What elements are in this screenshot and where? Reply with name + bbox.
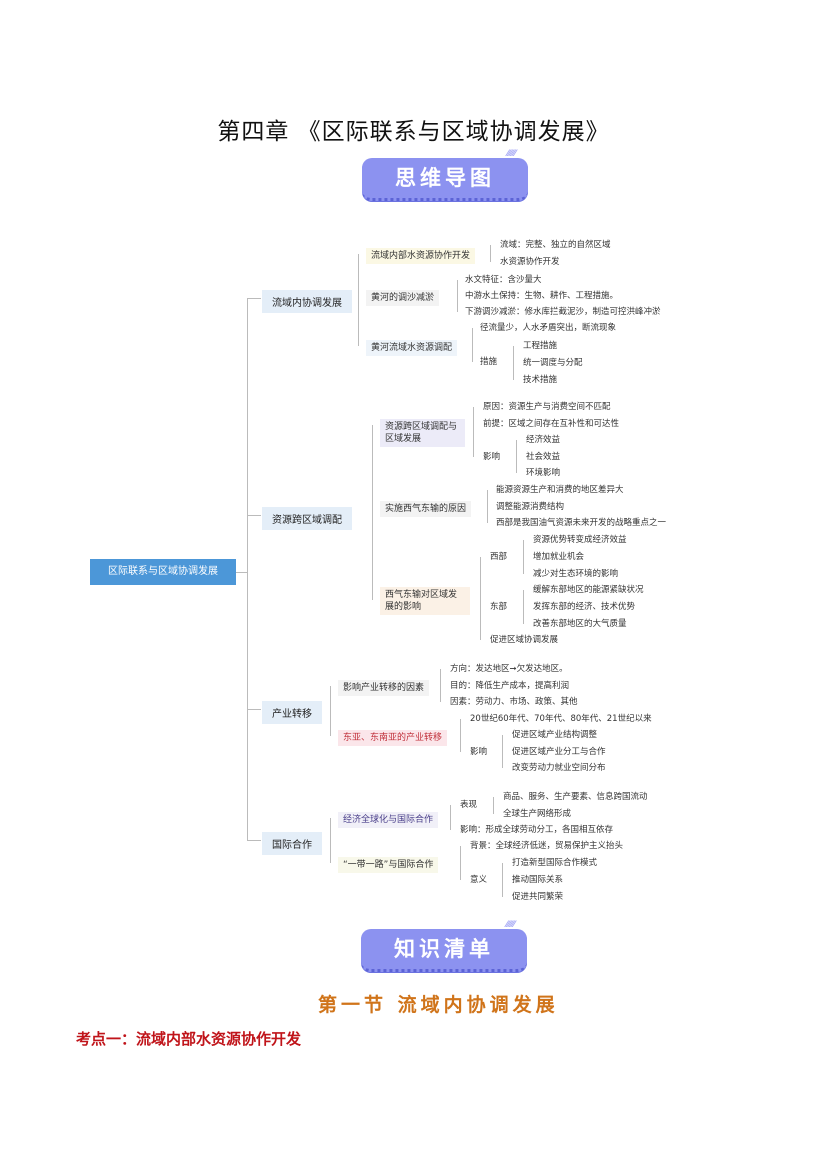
- connector: [502, 735, 503, 768]
- leaf: 径流量少，人水矛盾突出，断流现象: [480, 323, 617, 333]
- leaf: 意义: [470, 875, 488, 885]
- leaf: 改变劳动力就业空间分布: [512, 763, 606, 773]
- leaf: 西部是我国油气资源未来开发的战略重点之一: [496, 518, 667, 528]
- node: 影响产业转移的因素: [338, 680, 430, 696]
- leaf: 发挥东部的经济、技术优势: [533, 602, 636, 612]
- leaf: 表现: [460, 800, 478, 810]
- node: 流域内部水资源协作开发: [366, 248, 476, 264]
- leaf: 影响：形成全球劳动分工，各国相互依存: [460, 825, 614, 835]
- leaf: 工程措施: [523, 341, 558, 351]
- stripes-decoration-icon: ⁄⁄⁄⁄⁄⁄: [506, 149, 516, 159]
- connector: [247, 515, 261, 516]
- chapter-title: 第四章 《区际联系与区域协调发展》: [217, 119, 610, 145]
- leaf: 影响: [483, 452, 501, 462]
- node: 黄河的调沙减淤: [366, 290, 440, 306]
- connector: [493, 797, 494, 814]
- branch-cooperation: 国际合作: [262, 832, 322, 855]
- mindmap-root: 区际联系与区域协调发展: [90, 559, 236, 585]
- leaf: 方向：发达地区➞欠发达地区。: [450, 664, 568, 674]
- knowledge-banner: ⁄⁄⁄⁄⁄⁄ 知识清单: [361, 921, 527, 972]
- leaf: 措施: [480, 357, 498, 367]
- leaf: 东部: [490, 602, 508, 612]
- connector: [358, 254, 359, 346]
- leaf: 环境影响: [526, 468, 561, 478]
- leaf: 统一调度与分配: [523, 358, 583, 368]
- leaf: 因素：劳动力、市场、政策、其他: [450, 697, 578, 707]
- branch-resources: 资源跨区域调配: [262, 507, 352, 530]
- node: “一带一路”与国际合作: [338, 857, 439, 873]
- knowledge-banner-label: 知识清单: [394, 937, 494, 961]
- branch-industry: 产业转移: [262, 701, 322, 724]
- connector: [523, 590, 524, 624]
- leaf: 促进区域产业结构调整: [512, 730, 598, 740]
- connector: [330, 686, 331, 736]
- leaf: 水资源协作开发: [500, 257, 560, 267]
- leaf: 前提：区域之间存在互补性和可达性: [483, 419, 620, 429]
- leaf: 经济效益: [526, 435, 561, 445]
- connector: [372, 425, 373, 600]
- connector: [513, 346, 514, 380]
- connector: [490, 245, 491, 262]
- leaf: 增加就业机会: [533, 552, 585, 562]
- node: 经济全球化与国际合作: [338, 812, 439, 828]
- connector: [472, 328, 473, 362]
- stripes-decoration-icon: ⁄⁄⁄⁄⁄⁄: [505, 920, 515, 930]
- connector: [450, 805, 451, 830]
- trunk-line: [247, 298, 248, 840]
- node: 资源跨区域调配与区域发展: [380, 419, 465, 447]
- leaf: 缓解东部地区的能源紧缺状况: [533, 585, 644, 595]
- connector: [523, 540, 524, 574]
- mindmap-banner-label: 思维导图: [395, 166, 495, 190]
- node: 东亚、东南亚的产业转移: [338, 730, 448, 746]
- leaf: 打造新型国际合作模式: [512, 858, 598, 868]
- leaf: 社会效益: [526, 452, 561, 462]
- leaf: 水文特征：含沙量大: [465, 275, 542, 285]
- leaf: 推动国际关系: [512, 875, 564, 885]
- leaf: 流域：完整、独立的自然区域: [500, 240, 611, 250]
- leaf: 促进区域协调发展: [490, 635, 559, 645]
- leaf: 减少对生态环境的影响: [533, 569, 619, 579]
- branch-basin: 流域内协调发展: [262, 290, 352, 313]
- connector: [457, 280, 458, 312]
- mindmap-banner: ⁄⁄⁄⁄⁄⁄ 思维导图: [362, 150, 528, 201]
- connector: [247, 840, 261, 841]
- leaf: 原因：资源生产与消费空间不匹配: [483, 402, 611, 412]
- leaf: 下游调沙减淤：修水库拦截泥沙，制造可控洪峰冲淤: [465, 307, 661, 317]
- node: 西气东输对区域发展的影响: [380, 587, 470, 615]
- leaf: 资源优势转变成经济效益: [533, 535, 627, 545]
- leaf: 调整能源消费结构: [496, 502, 565, 512]
- connector: [330, 818, 331, 863]
- node: 实施西气东输的原因: [380, 501, 472, 517]
- leaf: 背景：全球经济低迷，贸易保护主义抬头: [470, 841, 624, 851]
- leaf: 商品、服务、生产要素、信息跨国流动: [503, 792, 648, 802]
- connector: [440, 669, 441, 702]
- connector: [516, 440, 517, 473]
- connector: [473, 407, 474, 457]
- leaf: 影响: [470, 747, 488, 757]
- kaodian-heading: 考点一：流域内部水资源协作开发: [76, 1030, 302, 1048]
- connector: [247, 709, 261, 710]
- connector: [236, 572, 247, 573]
- leaf: 目的：降低生产成本，提高利润: [450, 681, 570, 691]
- leaf: 技术措施: [523, 375, 558, 385]
- connector: [487, 490, 488, 523]
- leaf: 中游水土保持：生物、耕作、工程措施。: [465, 291, 619, 301]
- leaf: 能源资源生产和消费的地区差异大: [496, 485, 624, 495]
- connector: [460, 846, 461, 880]
- leaf: 改善东部地区的大气质量: [533, 619, 627, 629]
- leaf: 促进共同繁荣: [512, 892, 564, 902]
- leaf: 西部: [490, 552, 508, 562]
- leaf: 全球生产网络形成: [503, 809, 572, 819]
- connector: [460, 719, 461, 752]
- connector: [247, 298, 261, 299]
- section-title: 第一节 流域内协调发展: [318, 994, 559, 1016]
- leaf: 20世纪60年代、70年代、80年代、21世纪以来: [470, 714, 652, 724]
- node: 黄河流域水资源调配: [366, 340, 458, 356]
- leaf: 促进区域产业分工与合作: [512, 747, 606, 757]
- connector: [480, 557, 481, 640]
- connector: [502, 863, 503, 897]
